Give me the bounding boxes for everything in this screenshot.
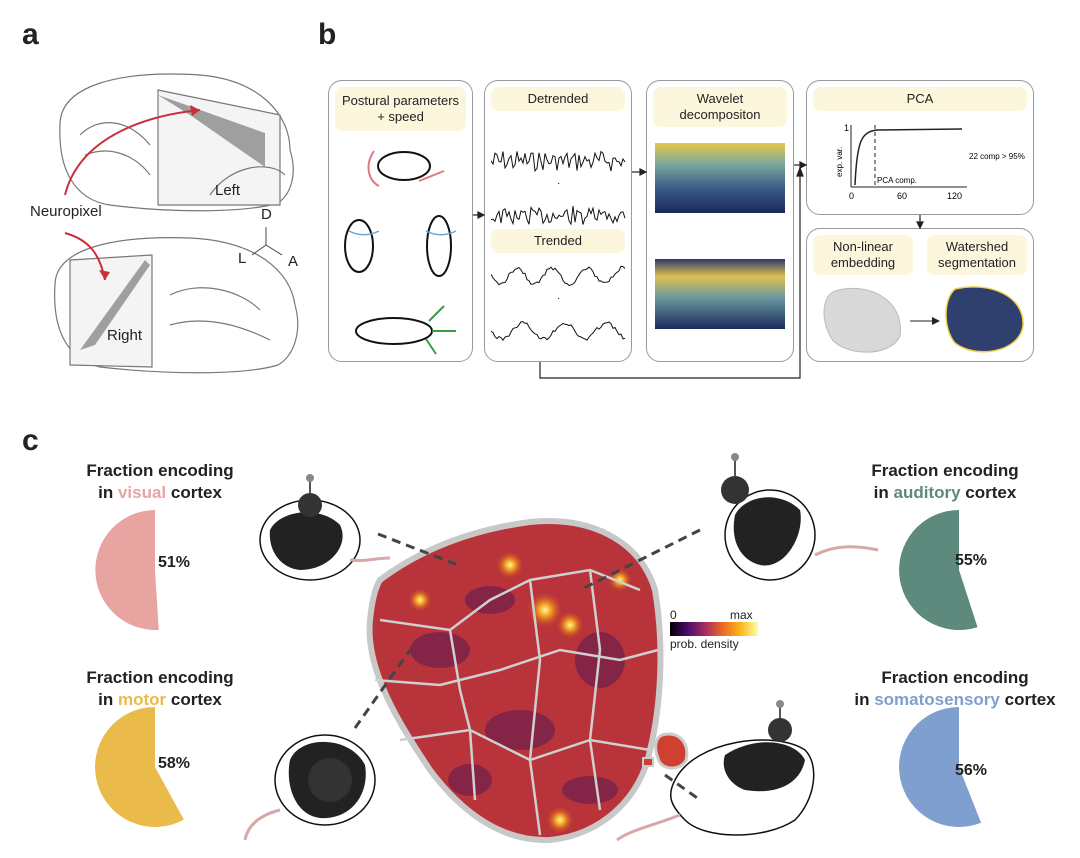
probe-arrow-left	[64, 109, 201, 196]
pca-card: PCA 1 0 60 120 PCA comp. 22 comp > 95% e…	[806, 80, 1034, 215]
pipeline-arrows	[473, 161, 924, 379]
pca-xtick: 0	[849, 191, 854, 201]
neuropixel-label: Neuropixel	[30, 203, 102, 220]
pca-xtick: 60	[897, 191, 907, 201]
fraction-suffix: cortex	[1004, 690, 1056, 709]
fraction-title-visual: Fraction encoding in visual cortex	[60, 460, 260, 504]
fraction-in: in	[873, 483, 889, 502]
wavelet-spectrogram-1	[655, 143, 785, 213]
fraction-suffix: cortex	[170, 690, 222, 709]
axis-left-label: L	[238, 250, 247, 267]
fraction-prefix: Fraction encoding	[871, 461, 1019, 480]
panel-label-c: c	[22, 424, 39, 457]
right-hemisphere-label: Right	[107, 327, 143, 344]
fraction-prefix: Fraction encoding	[86, 668, 234, 687]
axis-dorsal-label: D	[261, 206, 272, 223]
fraction-in: in	[98, 483, 114, 502]
axis-anterior-label: A	[288, 253, 299, 270]
postural-card: Postural parameters + speed	[328, 80, 473, 362]
panel-label-a: a	[22, 18, 39, 51]
pie-somatosensory	[899, 707, 982, 827]
region-motor: motor	[117, 690, 167, 709]
ellipsis-dot: ·	[557, 178, 560, 189]
brain-illustrations	[54, 73, 299, 374]
pie-slice-visual	[95, 510, 159, 630]
wavelet-spectrogram-2	[655, 259, 785, 329]
rat-somatosensory-illustration	[616, 700, 815, 842]
right-brain-section	[54, 237, 299, 374]
colorbar-max-label: max	[730, 608, 753, 622]
pie-slice-motor	[95, 707, 184, 827]
percent-somatosensory: 56%	[955, 762, 988, 779]
left-hemisphere-label: Left	[215, 182, 241, 199]
colorbar-label: prob. density	[670, 637, 739, 651]
rat-visual-illustration	[259, 474, 390, 581]
embedding-thumbnails	[823, 286, 1024, 353]
pca-xlabel: PCA comp.	[877, 176, 917, 185]
percent-motor: 58%	[158, 755, 191, 772]
region-somatosensory: somatosensory	[874, 690, 1000, 709]
fraction-prefix: Fraction encoding	[881, 668, 1029, 687]
orientation-axes	[251, 227, 283, 256]
pie-slice-somatosensory	[899, 707, 982, 827]
postural-title: Postural parameters + speed	[335, 87, 466, 131]
trend-card: Detrended Trended · ·	[484, 80, 632, 362]
fraction-suffix: cortex	[170, 483, 222, 502]
density-region-outline	[366, 518, 664, 844]
percent-auditory: 55%	[955, 552, 988, 569]
detrended-title: Detrended	[491, 87, 625, 111]
pca-plot: 1 0 60 120 PCA comp. 22 comp > 95% exp. …	[835, 123, 1025, 201]
pie-visual	[95, 510, 159, 630]
panel-label-b: b	[318, 18, 337, 51]
pie-motor	[95, 707, 184, 827]
rat-motor-illustration	[243, 734, 376, 841]
signal-traces: · ·	[491, 150, 626, 341]
watershed-title: Watershed segmentation	[927, 235, 1027, 275]
pca-ytick: 1	[844, 123, 849, 133]
pca-annotation: 22 comp > 95%	[969, 152, 1025, 161]
pca-ylabel: exp. var.	[835, 147, 844, 177]
wavelet-card: Wavelet decompositon	[646, 80, 794, 362]
pie-auditory	[899, 510, 978, 630]
fraction-title-somatosensory: Fraction encoding in somatosensory corte…	[840, 667, 1070, 711]
density-island	[642, 732, 689, 770]
fraction-in: in	[98, 690, 114, 709]
colorbar-min-label: 0	[670, 608, 677, 622]
rat-auditory-illustration	[721, 453, 879, 581]
region-auditory: auditory	[893, 483, 961, 502]
left-brain-section	[59, 73, 294, 212]
pie-slice-auditory	[899, 510, 978, 630]
fraction-prefix: Fraction encoding	[86, 461, 234, 480]
trended-title: Trended	[491, 229, 625, 253]
wavelet-title: Wavelet decompositon	[653, 87, 787, 127]
rat-pose-icons	[344, 150, 457, 355]
region-visual: visual	[117, 483, 167, 502]
percent-visual: 51%	[158, 554, 191, 571]
fraction-title-motor: Fraction encoding in motor cortex	[60, 667, 260, 711]
embedding-card: Non-linear embedding Watershed segmentat…	[806, 228, 1034, 362]
behavioral-density-map	[366, 518, 664, 844]
ellipsis-dot: ·	[557, 293, 560, 304]
fraction-title-auditory: Fraction encoding in auditory cortex	[845, 460, 1045, 504]
fraction-suffix: cortex	[965, 483, 1017, 502]
fraction-in: in	[854, 690, 870, 709]
colorbar	[670, 622, 758, 636]
pca-title: PCA	[813, 87, 1027, 111]
nonlinear-title: Non-linear embedding	[813, 235, 913, 275]
pca-xtick: 120	[947, 191, 962, 201]
